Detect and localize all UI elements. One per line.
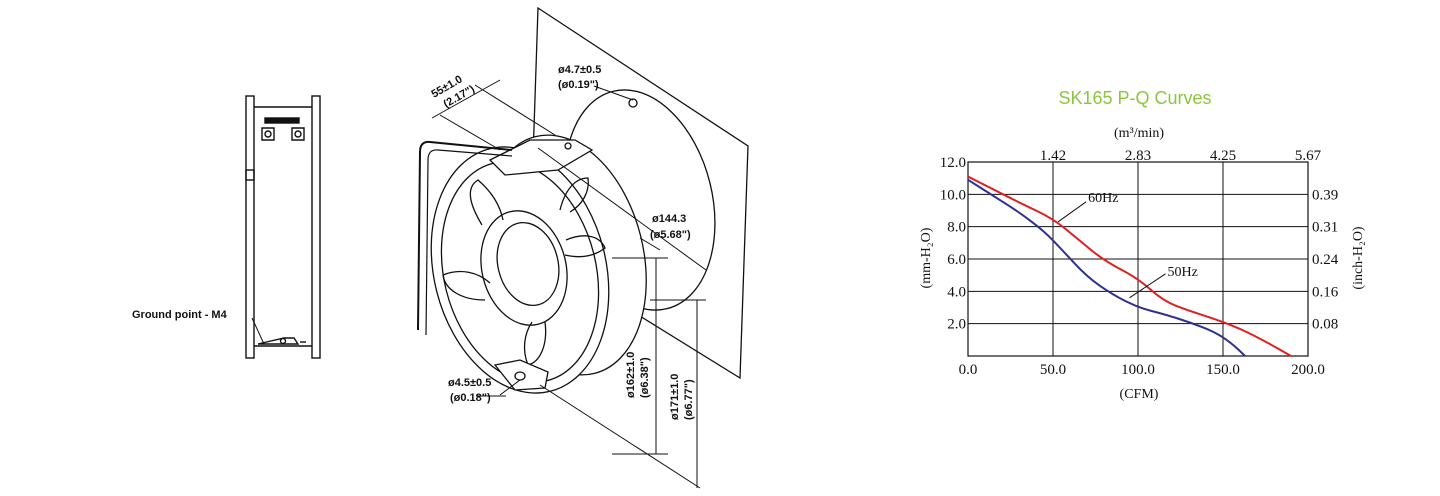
fan-isometric-view [417,6,749,489]
power-cord-inner [425,149,513,336]
fan-side-view [245,95,321,359]
chart-x-label: (CFM) [1120,387,1159,402]
top-hole-dim-inch: (ø0.19") [558,79,599,91]
x-tick-label: 0.0 [959,362,978,378]
side-notch [245,169,255,181]
y2-tick-label: 0.24 [1312,252,1339,268]
ground-point-lug [257,337,306,345]
x-tick-label: 100.0 [1121,362,1155,378]
flange-dim-mm: ø171±1.0 [669,374,681,420]
power-cord [417,140,513,331]
chart-callouts: 60Hz 50Hz [1057,191,1198,299]
x2-tick-label: 5.67 [1295,148,1322,164]
y-tick-label: 6.0 [947,252,966,268]
pq-chart: SK165 P-Q Curves (m³/min) (CFM) (mm-H₂O)… [919,88,1366,402]
body-dim-inch: (ø6.38") [639,357,651,398]
iso-dimension-lines [431,79,707,489]
callout-label-60hz: 60Hz [1088,191,1118,206]
y-tick-label: 8.0 [947,220,966,236]
outer-ring-dim-inch: (ø5.68") [650,229,691,241]
chart-y-label: (mm-H₂O) [919,227,934,288]
top-hole-dim-mm: ø4.7±0.5 [558,64,601,76]
series-line-60Hz [967,175,1292,357]
side-right-flange [311,95,321,359]
y2-tick-label: 0.31 [1312,220,1338,236]
side-terminals [261,127,305,141]
x-tick-label: 50.0 [1040,362,1066,378]
side-left-flange [245,95,255,359]
y2-tick-label: 0.39 [1312,187,1338,203]
y-tick-label: 12.0 [940,155,966,171]
flange-top-hole [564,142,572,150]
body-dim-mm: ø162±1.0 [625,352,637,398]
x2-tick-label: 2.83 [1125,148,1151,164]
chart-series [967,175,1292,357]
panel-mount-hole [628,98,638,108]
ground-point-label: Ground point - M4 [132,309,228,321]
flange-dim-inch: (ø6.77") [683,379,695,420]
chart-x2-label: (m³/min) [1114,126,1164,141]
y-tick-label: 2.0 [947,317,966,333]
callout-leader-50hz [1129,273,1166,299]
chart-y2-label: (inch-H₂O) [1351,226,1366,290]
y-tick-label: 4.0 [947,284,966,300]
chart-ticks: 0.0 50.0 100.0 150.0 200.0 1.42 2.83 4.25 5.67 2.… [940,148,1339,378]
bottom-hole-dim-inch: (ø0.18") [450,392,491,404]
x2-tick-label: 4.25 [1210,148,1236,164]
callout-leader-60hz [1057,201,1087,223]
fan-hub-face [496,221,560,307]
x2-tick-label: 1.42 [1040,148,1066,164]
y-tick-label: 10.0 [940,187,966,203]
side-label-plate [264,117,300,124]
y2-tick-label: 0.16 [1312,284,1339,300]
chart-title: SK165 P-Q Curves [1058,88,1211,108]
callout-label-50hz: 50Hz [1168,265,1198,280]
bottom-hole-dim-mm: ø4.5±0.5 [448,377,491,389]
x-tick-label: 150.0 [1206,362,1240,378]
series-line-50Hz [967,178,1246,357]
y2-tick-label: 0.08 [1312,317,1338,333]
ground-leader-line [251,317,265,345]
chart-grid [967,161,1309,357]
x-tick-label: 200.0 [1291,362,1325,378]
outer-ring-dim-mm: ø144.3 [652,213,686,225]
